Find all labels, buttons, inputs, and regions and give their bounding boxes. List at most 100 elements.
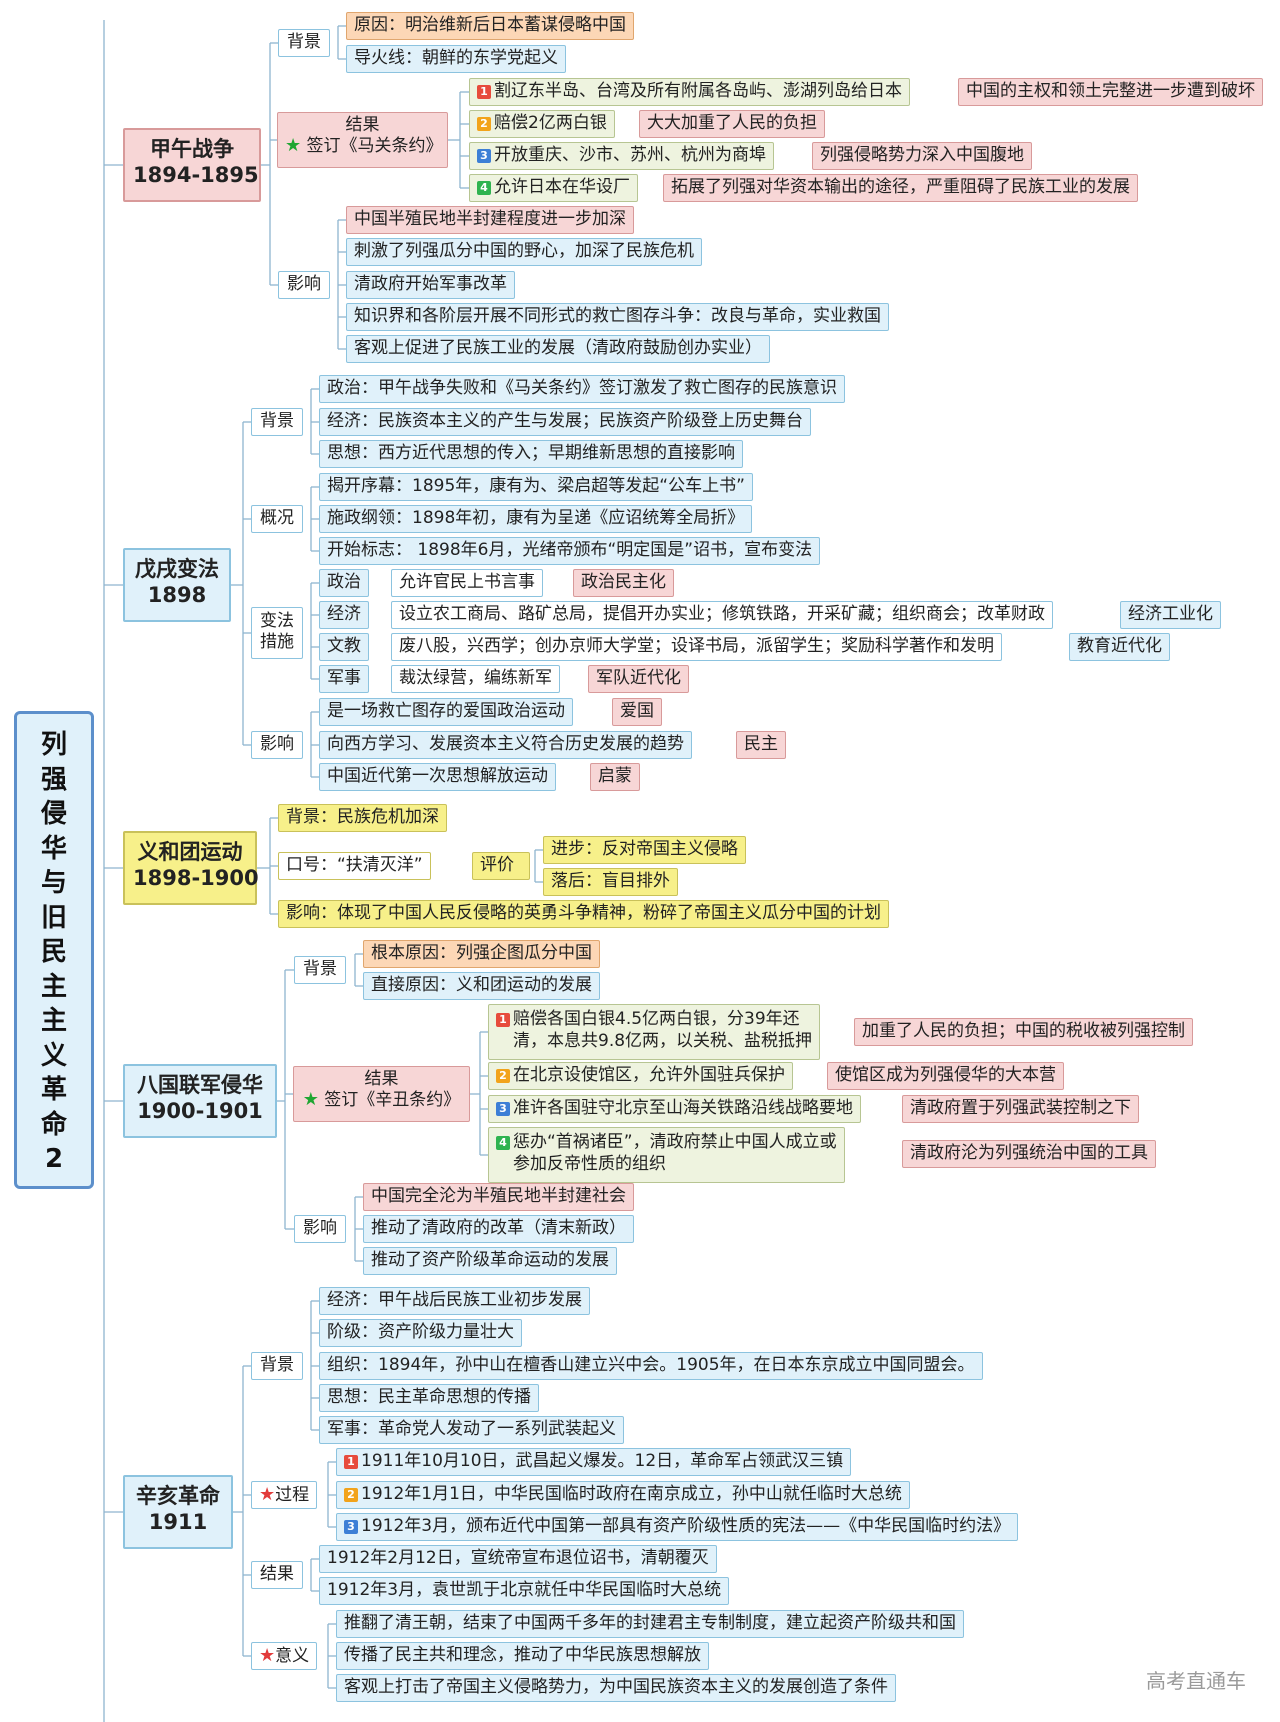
xinhai-process-label[interactable]: ★过程 <box>251 1481 317 1509</box>
measure-category[interactable]: 文教 <box>319 633 369 661</box>
term-effect[interactable]: 清政府沦为列强统治中国的工具 <box>902 1140 1156 1168</box>
yihetuan-bg[interactable]: 背景：民族危机加深 <box>278 804 447 832</box>
title-char: 旧 <box>40 902 67 933</box>
bg-item[interactable]: 思想：西方近代思想的传入；早期维新思想的直接影响 <box>319 440 743 468</box>
title-char: 列 <box>40 730 67 760</box>
impact-item[interactable]: 中国近代第一次思想解放运动 <box>319 763 556 791</box>
bg-item[interactable]: 经济：甲午战后民族工业初步发展 <box>319 1287 590 1315</box>
overview-item[interactable]: 开始标志： 1898年6月，光绪帝颁布“明定国是”诏书，宣布变法 <box>319 537 821 565</box>
era-name: 戊戌变法 <box>135 557 219 581</box>
bg-item[interactable]: 阶级：资产阶级力量壮大 <box>319 1319 522 1347</box>
measure-category[interactable]: 经济 <box>319 601 369 629</box>
measure-text[interactable]: 设立农工商局、路矿总局，提倡开办实业；修筑铁路，开采矿藏；组织商会；改革财政 <box>391 601 1053 629</box>
baguo-result[interactable]: 结果 ★ 签订《辛丑条约》 <box>293 1066 470 1122</box>
eval-item[interactable]: 落后：盲目排外 <box>543 868 678 896</box>
wuxu-impact-label[interactable]: 影响 <box>251 731 303 759</box>
eval-item[interactable]: 进步：反对帝国主义侵略 <box>543 836 746 864</box>
term-effect[interactable]: 拓展了列强对华资本输出的途径，严重阻碍了民族工业的发展 <box>663 174 1138 202</box>
xinhai-bg-label[interactable]: 背景 <box>251 1352 303 1380</box>
bg-item[interactable]: 军事：革命党人发动了一系列武装起义 <box>319 1416 624 1444</box>
meaning-item[interactable]: 客观上打击了帝国主义侵略势力，为中国民族资本主义的发展创造了条件 <box>336 1674 896 1702</box>
process-text: 1912年3月，颁布近代中国第一部具有资产阶级性质的宪法——《中华民国临时约法》 <box>361 1516 1011 1536</box>
term-effect[interactable]: 大大加重了人民的负担 <box>639 110 825 138</box>
impact-item[interactable]: 客观上促进了民族工业的发展（清政府鼓励创办实业） <box>346 335 770 363</box>
bg-item[interactable]: 经济：民族资本主义的产生与发展；民族资产阶级登上历史舞台 <box>319 408 811 436</box>
impact-item[interactable]: 清政府开始军事改革 <box>346 271 515 299</box>
jiawu-result[interactable]: 结果 ★ 签订《马关条约》 <box>277 112 448 168</box>
impact-item[interactable]: 向西方学习、发展资本主义符合历史发展的趋势 <box>319 731 692 759</box>
era-yihetuan[interactable]: 义和团运动 1898-1900 <box>123 831 259 905</box>
impact-item[interactable]: 是一场救亡图存的爱国政治运动 <box>319 698 573 726</box>
measure-text[interactable]: 废八股，兴西学；创办京师大学堂；设译书局，派留学生；奖励科学著作和发明 <box>391 633 1002 661</box>
yihetuan-eval-label[interactable]: 评价 <box>472 852 530 880</box>
term-effect[interactable]: 加重了人民的负担；中国的税收被列强控制 <box>854 1018 1193 1046</box>
era-baguo[interactable]: 八国联军侵华 1900-1901 <box>123 1064 277 1138</box>
measure-goal[interactable]: 经济工业化 <box>1120 601 1221 629</box>
impact-item[interactable]: 中国半殖民地半封建程度进一步加深 <box>346 206 634 234</box>
overview-item[interactable]: 施政纲领：1898年初，康有为呈递《应诏统筹全局折》 <box>319 505 753 533</box>
impact-item[interactable]: 推动了资产阶级革命运动的发展 <box>363 1247 617 1275</box>
jiawu-bg-label[interactable]: 背景 <box>278 29 330 57</box>
bg-item[interactable]: 组织：1894年，孙中山在檀香山建立兴中会。1905年，在日本东京成立中国同盟会… <box>319 1352 983 1380</box>
yihetuan-slogan[interactable]: 口号：“扶清灭洋” <box>278 852 431 880</box>
term-effect[interactable]: 中国的主权和领土完整进一步遭到破坏 <box>958 78 1263 106</box>
xinhai-meaning-label[interactable]: ★意义 <box>251 1642 317 1670</box>
meaning-item[interactable]: 传播了民主共和理念，推动了中华民族思想解放 <box>336 1642 709 1670</box>
impact-tag[interactable]: 爱国 <box>612 698 662 726</box>
yihetuan-impact[interactable]: 影响：体现了中国人民反侵略的英勇斗争精神，粉碎了帝国主义瓜分中国的计划 <box>278 900 889 928</box>
jiawu-impact-label[interactable]: 影响 <box>278 271 330 299</box>
wuxu-overview-label[interactable]: 概况 <box>251 505 303 533</box>
baguo-bg-label[interactable]: 背景 <box>294 956 346 984</box>
term-effect[interactable]: 列强侵略势力深入中国腹地 <box>812 142 1032 170</box>
measure-text[interactable]: 允许官民上书言事 <box>391 569 543 597</box>
wuxu-bg-label[interactable]: 背景 <box>251 408 303 436</box>
bg-item[interactable]: 政治：甲午战争失败和《马关条约》签订激发了救亡图存的民族意识 <box>319 375 845 403</box>
impact-item[interactable]: 刺激了列强瓜分中国的野心，加深了民族危机 <box>346 238 702 266</box>
era-years: 1894-1895 <box>133 163 259 188</box>
star-icon: ★ <box>302 1088 319 1110</box>
era-xinhai[interactable]: 辛亥革命 1911 <box>123 1475 233 1549</box>
number-badge: 4 <box>496 1136 510 1150</box>
measure-goal[interactable]: 教育近代化 <box>1069 633 1170 661</box>
wuxu-measures-label[interactable]: 变法 措施 <box>251 607 303 659</box>
overview-item[interactable]: 揭开序幕：1895年，康有为、梁启超等发起“公车上书” <box>319 473 753 501</box>
bg-item[interactable]: 直接原因：义和团运动的发展 <box>363 972 600 1000</box>
result-item[interactable]: 1912年2月12日，宣统帝宣布退位诏书，清朝覆灭 <box>319 1545 717 1573</box>
measure-goal[interactable]: 政治民主化 <box>573 569 674 597</box>
bg-item[interactable]: 思想：民主革命思想的传播 <box>319 1384 539 1412</box>
impact-item[interactable]: 知识界和各阶层开展不同形式的救亡图存斗争：改良与革命，实业救国 <box>346 303 889 331</box>
bg-item[interactable]: 根本原因：列强企图瓜分中国 <box>363 940 600 968</box>
term-effect[interactable]: 清政府置于列强武装控制之下 <box>902 1095 1139 1123</box>
impact-item[interactable]: 推动了清政府的改革（清末新政） <box>363 1215 634 1243</box>
xinhai-result-label[interactable]: 结果 <box>251 1561 303 1589</box>
impact-item[interactable]: 中国完全沦为半殖民地半封建社会 <box>363 1183 634 1211</box>
era-jiawu[interactable]: 甲午战争 1894-1895 <box>123 128 261 202</box>
impact-tag[interactable]: 启蒙 <box>590 763 640 791</box>
result-item[interactable]: 1912年3月，袁世凯于北京就任中华民国临时大总统 <box>319 1577 730 1605</box>
process-text: 1912年1月1日，中华民国临时政府在南京成立，孙中山就任临时大总统 <box>361 1484 902 1504</box>
measure-text[interactable]: 裁汰绿营，编练新军 <box>391 665 560 693</box>
term-effect[interactable]: 使馆区成为列强侵华的大本营 <box>827 1062 1064 1090</box>
jiawu-bg-item[interactable]: 原因：明治维新后日本蓄谋侵略中国 <box>346 12 634 40</box>
impact-tag[interactable]: 民主 <box>736 731 786 759</box>
jiawu-bg-item[interactable]: 导火线：朝鲜的东学党起义 <box>346 45 566 73</box>
measure-category[interactable]: 军事 <box>319 665 369 693</box>
era-wuxu[interactable]: 戊戌变法 1898 <box>123 548 231 622</box>
measure-goal[interactable]: 军队近代化 <box>588 665 689 693</box>
baguo-impact-label[interactable]: 影响 <box>294 1215 346 1243</box>
meaning-item[interactable]: 推翻了清王朝，结束了中国两千多年的封建君主专制制度，建立起资产阶级共和国 <box>336 1610 964 1638</box>
measure-category[interactable]: 政治 <box>319 569 369 597</box>
